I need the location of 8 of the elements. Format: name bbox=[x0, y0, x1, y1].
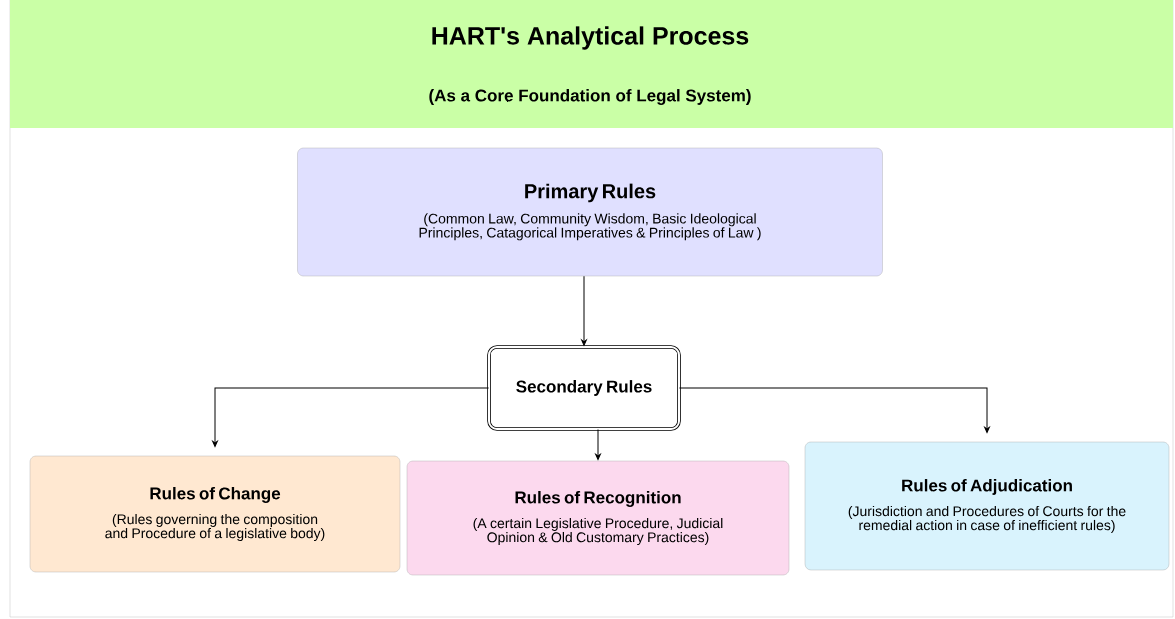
rule-box: Secondary Rules bbox=[487, 345, 681, 431]
arrow bbox=[212, 387, 490, 448]
title: HART's Analytical Process bbox=[432, 26, 749, 50]
arrow bbox=[678, 387, 990, 434]
rule-box: Rules of Adjudication (Jurisdiction and Procedures of Courts for the remedial action in case of inefficient rules) bbox=[804, 441, 1170, 571]
arrow bbox=[581, 275, 587, 346]
arrow bbox=[595, 428, 601, 461]
subtitle: (As a Core Foundation of Legal System) bbox=[429, 89, 751, 105]
